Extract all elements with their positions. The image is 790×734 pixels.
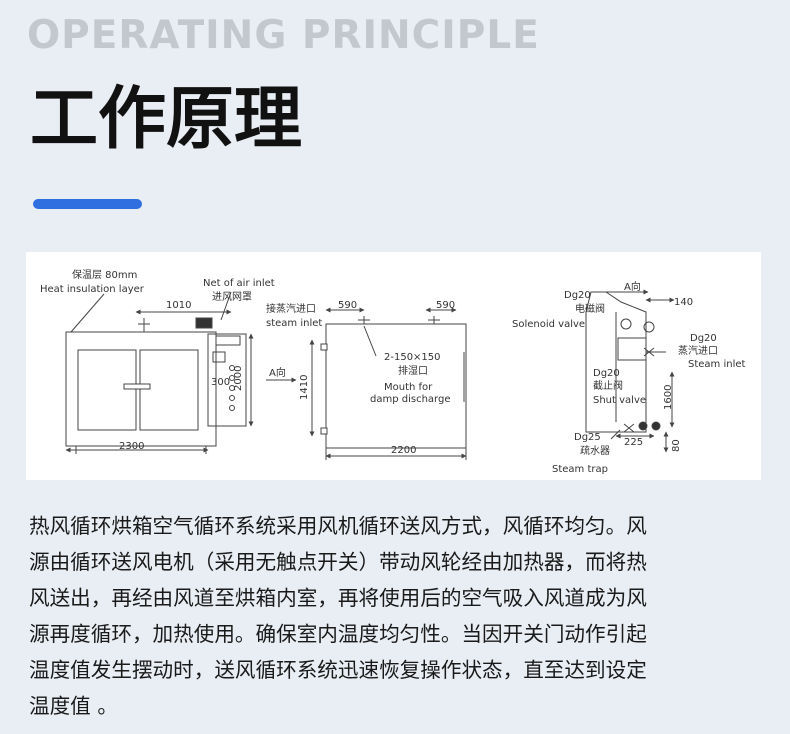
dim-2300: 2300 <box>119 441 144 452</box>
damp-label-en-2: damp discharge <box>370 394 450 405</box>
oven-side-body <box>325 323 467 449</box>
dim-590-left: 590 <box>338 300 357 311</box>
description-line: 源再度循环，加热使用。确保室内温度均匀性。当因开关门动作引起 <box>29 622 647 646</box>
accent-bar <box>33 199 142 209</box>
dim-225: 225 <box>624 437 643 448</box>
dim-140: 140 <box>674 297 693 308</box>
description-line: 温度值发生摆动时，送风循环系统迅速恢复操作状态，直至达到设定 <box>29 658 647 682</box>
solenoid-valve-symbol <box>620 318 632 330</box>
dim-80: 80 <box>671 439 682 452</box>
trap-label-cn: 疏水器 <box>580 444 610 457</box>
control-meter <box>212 351 226 363</box>
oven-door-left <box>77 349 137 431</box>
dim-1600: 1600 <box>663 385 674 410</box>
steam-inlet-right-en: Steam inlet <box>688 359 746 370</box>
solenoid-label-en: Solenoid valve <box>512 319 585 330</box>
dg20-steam: Dg20 <box>690 333 717 344</box>
description-line: 热风循环烘箱空气循环系统采用风机循环送风方式，风循环均匀。风 <box>29 514 647 538</box>
description-line: 风送出，再经由风道至烘箱内室，再将使用后的空气吸入风道成为风 <box>29 586 647 610</box>
panel-300: 300 <box>211 377 230 388</box>
shut-label-cn: 截止阀 <box>593 379 623 392</box>
control-box <box>207 333 247 427</box>
insulation-label-en: Heat insulation layer <box>40 284 145 295</box>
oven-door-right <box>139 349 199 431</box>
steam-trap-symbol <box>638 421 648 431</box>
description-text: 热风循环烘箱空气循环系统采用风机循环送风方式，风循环均匀。风 源由循环送风电机（… <box>29 508 759 724</box>
dim-590-right: 590 <box>436 300 455 311</box>
description-line: 源由循环送风电机（采用无触点开关）带动风轮经由加热器，而将热 <box>29 550 647 574</box>
steam-inlet-right-cn: 蒸汽进口 <box>678 344 718 357</box>
pipe-loop <box>617 337 647 361</box>
trap-label-en: Steam trap <box>552 464 608 475</box>
steam-inlet-label-en: steam inlet <box>266 318 322 329</box>
air-inlet-label-cn: 进风网罩 <box>212 291 252 303</box>
oven-rear-body <box>585 291 647 433</box>
damp-label-cn: 排湿口 <box>398 364 428 377</box>
dim-1010: 1010 <box>166 300 191 311</box>
dg25-label: Dg25 <box>574 432 601 443</box>
dim-2000: 2000 <box>233 366 244 391</box>
description-line: 温度值 。 <box>29 694 118 718</box>
shut-label-en: Shut valve <box>593 395 646 406</box>
middle-view-a: A向 <box>269 366 286 379</box>
insulation-label-cn: 保温层 80mm <box>72 268 137 281</box>
dg20-top: Dg20 <box>564 290 591 301</box>
english-title: OPERATING PRINCIPLE <box>27 13 540 58</box>
schematic-diagram: 保温层 80mm Heat insulation layer Net of ai… <box>40 268 746 475</box>
damp-label-en-1: Mouth for <box>384 382 433 393</box>
dim-1410: 1410 <box>299 375 310 400</box>
dg20-shut: Dg20 <box>593 368 620 379</box>
oven-front-body <box>65 331 217 447</box>
solenoid-label-cn: 电磁阀 <box>575 302 605 315</box>
control-panel-top <box>215 335 241 346</box>
diagram-card: 保温层 80mm Heat insulation layer Net of ai… <box>26 252 761 480</box>
chinese-title: 工作原理 <box>30 80 303 159</box>
door-handle <box>123 383 151 390</box>
air-inlet-label-en: Net of air inlet <box>203 278 275 289</box>
damp-size-label: 2-150×150 <box>384 352 441 363</box>
dim-2200: 2200 <box>391 445 416 456</box>
right-view-a: A向 <box>624 280 641 293</box>
air-inlet-net <box>195 317 213 329</box>
steam-inlet-label-cn: 接蒸汽进口 <box>266 302 316 315</box>
